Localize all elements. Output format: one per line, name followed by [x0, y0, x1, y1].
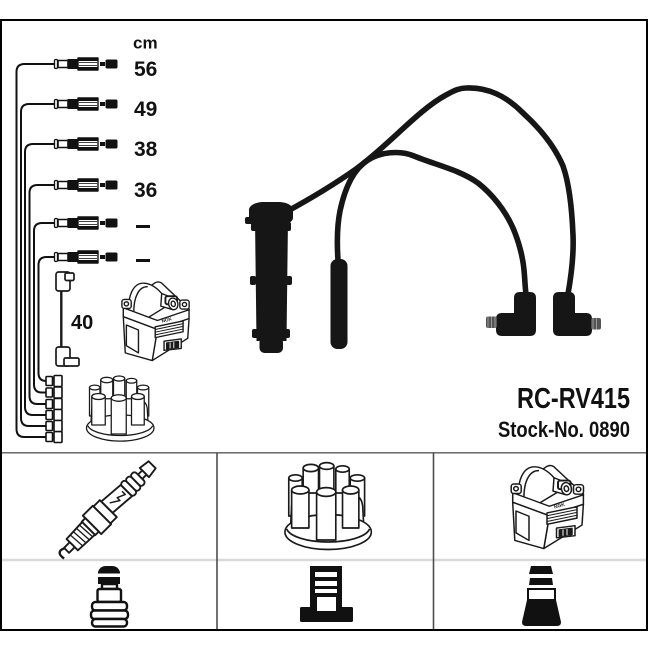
svg-text:49: 49 [134, 98, 157, 121]
svg-text:38: 38 [134, 138, 158, 161]
svg-text:RC-RV415: RC-RV415 [517, 383, 630, 415]
svg-text:cm: cm [133, 34, 158, 53]
svg-text:36: 36 [134, 179, 157, 202]
svg-text:56: 56 [134, 58, 157, 81]
svg-text:40: 40 [71, 312, 93, 334]
svg-text:Stock-No. 0890: Stock-No. 0890 [498, 417, 630, 442]
